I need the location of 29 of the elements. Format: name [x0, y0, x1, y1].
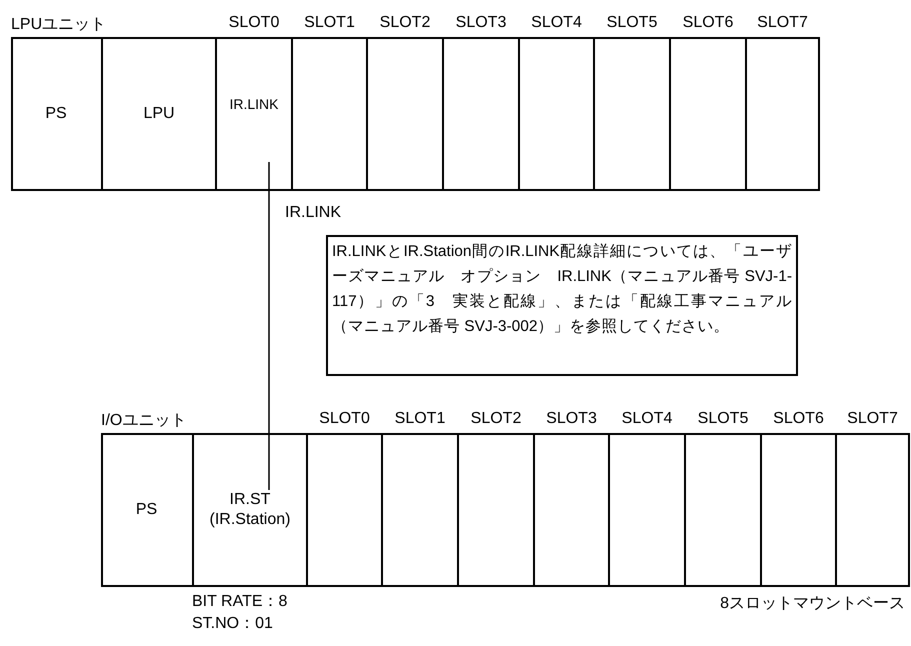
- slot-label: SLOT4: [531, 14, 582, 32]
- slot-label: SLOT1: [394, 410, 446, 428]
- slot-label: SLOT1: [304, 14, 355, 32]
- module-label: LPU: [143, 104, 175, 124]
- module-label: PS: [45, 104, 67, 124]
- slot-label: SLOT6: [682, 14, 734, 32]
- slot-label: SLOT5: [698, 410, 748, 428]
- base-caption: 8スロットマウントベース: [720, 595, 905, 612]
- slot-label: SLOT7: [757, 14, 808, 32]
- slot-label: SLOT4: [622, 410, 672, 428]
- unit-heading: I/Oユニット: [101, 412, 186, 430]
- note-box: [326, 235, 798, 376]
- slot-label: SLOT7: [847, 410, 898, 428]
- unit-heading: LPUユニット: [11, 16, 106, 34]
- slot-label: SLOT3: [546, 410, 597, 428]
- setting-label: BIT RATE：8: [192, 593, 288, 610]
- setting-label: ST.NO：01: [192, 615, 273, 632]
- slot-label: SLOT2: [380, 14, 430, 32]
- slot-label: SLOT0: [228, 14, 280, 32]
- slot-label: SLOT0: [319, 410, 370, 428]
- slot-label: SLOT2: [470, 410, 522, 428]
- slot-label: SLOT3: [456, 14, 506, 32]
- slot-label: SLOT6: [773, 410, 824, 428]
- connection-line: [268, 162, 270, 490]
- module-label: IR.LINK: [229, 95, 278, 114]
- slot-label: SLOT5: [606, 14, 658, 32]
- module-label: PS: [136, 500, 158, 520]
- module-label: IR.ST (IR.Station): [208, 490, 292, 530]
- note-text: IR.LINKとIR.Station間のIR.LINK配線詳細については、「ユーザーズマニュアル オプション IR.LINK（マニュアル番号 SVJ-1-117）」の「3 実装と配線」、または「配線工事マニュアル（マニュアル番号 SVJ-3-002）」を参照してください。: [332, 242, 792, 337]
